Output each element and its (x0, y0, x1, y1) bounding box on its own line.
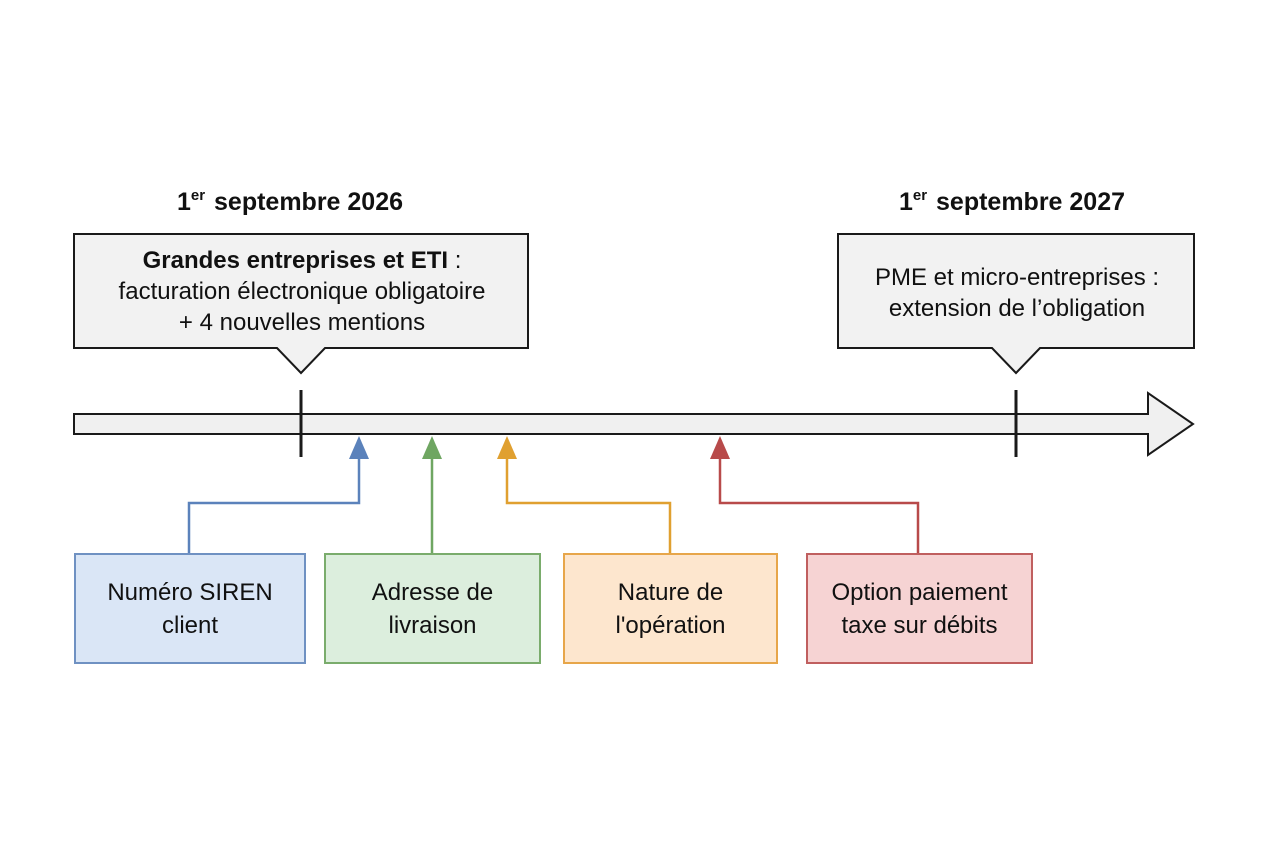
mention-box-option: Option paiement taxe sur débits (806, 553, 1033, 664)
connector-option (718, 449, 920, 553)
timeline-arrow (73, 391, 1195, 457)
mention-siren-line1: Numéro SIREN (107, 578, 273, 606)
date-label-2026: 1er septembre 2026 (176, 187, 404, 216)
callout-2027-line1: PME et micro-entreprises : (874, 264, 1160, 291)
mention-adresse-line1: Adresse de (371, 578, 494, 606)
mention-box-siren: Numéro SIREN client (74, 553, 306, 664)
connector-siren (187, 449, 361, 553)
arrowhead-siren (349, 436, 369, 459)
callout-2026-shape (73, 233, 529, 375)
mention-option-line2: taxe sur débits (841, 611, 998, 639)
connector-nature (505, 449, 672, 553)
callout-2027-line2: extension de l’obligation (888, 295, 1146, 322)
callout-2026-line2: facturation électronique obligatoire (118, 278, 486, 305)
callout-2026-line1: Grandes entreprises et ETI : (142, 247, 462, 274)
arrowhead-option (710, 436, 730, 459)
mention-box-adresse: Adresse de livraison (324, 553, 541, 664)
mention-box-nature: Nature de l'opération (563, 553, 778, 664)
date-label-2027: 1er septembre 2027 (898, 187, 1126, 216)
mention-adresse-line2: livraison (388, 611, 477, 639)
arrowhead-adresse (422, 436, 442, 459)
callout-2026-line3: + 4 nouvelles mentions (178, 309, 426, 336)
mention-siren-line2: client (161, 611, 219, 639)
callout-2027-text: PME et micro-entreprises : extension de … (840, 262, 1194, 324)
mention-option-line1: Option paiement (831, 578, 1008, 606)
mention-nature-line2: l'opération (615, 611, 726, 639)
mention-nature-line1: Nature de (617, 578, 724, 606)
callout-2027-shape (837, 233, 1195, 375)
arrowhead-nature (497, 436, 517, 459)
callout-2026-text: Grandes entreprises et ETI : facturation… (76, 245, 528, 338)
